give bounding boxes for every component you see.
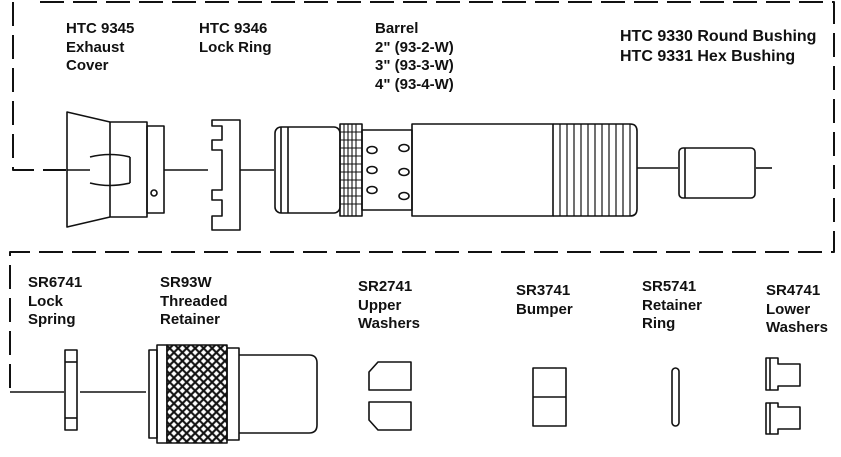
threaded-retainer-drawing <box>148 344 318 444</box>
assembly-dashed-line <box>9 1 835 392</box>
bumper-drawing <box>532 367 567 427</box>
barrel-drawing <box>274 123 638 217</box>
upper-washers-drawing <box>368 361 412 431</box>
lock-spring-drawing <box>64 349 78 431</box>
lower-washers-drawing <box>765 357 801 435</box>
exhaust-cover-drawing <box>66 111 165 228</box>
assembly-dashed-line-left <box>12 2 66 171</box>
retainer-ring-drawing <box>671 367 680 427</box>
bushing-drawing <box>678 147 756 199</box>
lock-ring-drawing <box>211 119 241 231</box>
